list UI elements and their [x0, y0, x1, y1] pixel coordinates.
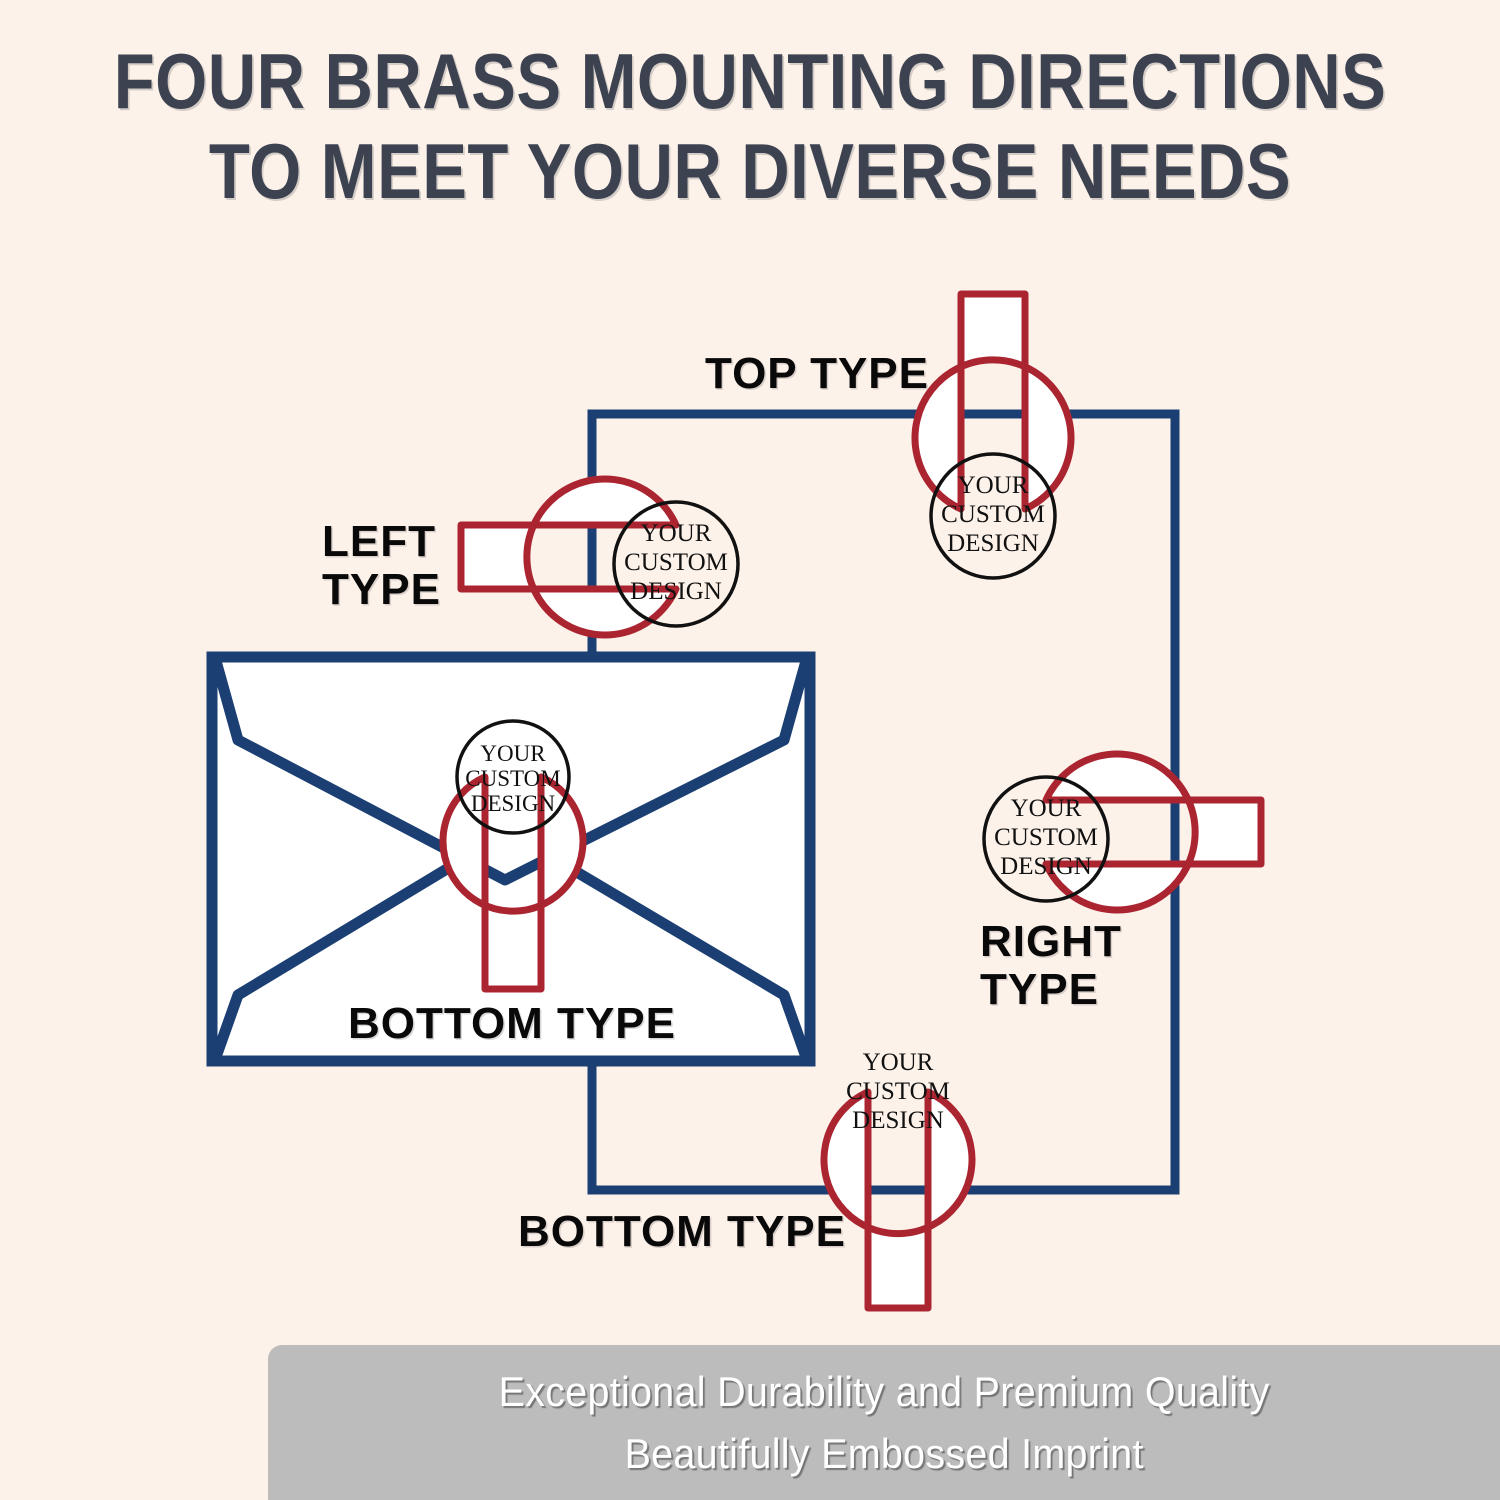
- top-seal-line-3: DESIGN: [947, 530, 1039, 557]
- right-seal-line-2: CUSTOM: [994, 824, 1098, 851]
- envelope-seal-inner-ring: [455, 719, 571, 835]
- right-seal-inner-ring: [982, 775, 1110, 903]
- top-seal-text: YOUR CUSTOM DESIGN: [929, 452, 1057, 580]
- envelope-body: [206, 651, 816, 1067]
- top-seal-inner-ring: [929, 452, 1057, 580]
- banner-line-1: Exceptional Durability and Premium Quali…: [498, 1367, 1270, 1415]
- envelope-fold-left: [210, 850, 473, 1059]
- label-envelope-bottom-type: BOTTOM TYPE: [348, 999, 676, 1048]
- top-seal-line-2: CUSTOM: [941, 501, 1045, 528]
- envelope-fold-right: [545, 850, 812, 1059]
- left-seal-text: YOUR CUSTOM DESIGN: [612, 500, 740, 628]
- top-seal-line-1: YOUR: [958, 472, 1029, 499]
- bottom-banner: Exceptional Durability and Premium Quali…: [268, 1345, 1500, 1500]
- label-left-type: LEFT TYPE: [322, 517, 441, 614]
- right-seal-line-3: DESIGN: [1000, 853, 1092, 880]
- bottom-seal-line-3: DESIGN: [852, 1107, 944, 1134]
- envelope: [206, 651, 816, 1067]
- bottom-seal-line-1: YOUR: [863, 1049, 934, 1076]
- envelope-seal[interactable]: YOUR CUSTOM DESIGN: [439, 719, 587, 993]
- left-seal-line-2: CUSTOM: [624, 549, 728, 576]
- envelope-seal-line-3: DESIGN: [471, 791, 556, 816]
- page-title-line-2: TO MEET YOUR DIVERSE NEEDS: [208, 127, 1292, 215]
- page-title-line-1: FOUR BRASS MOUNTING DIRECTIONS: [113, 37, 1387, 125]
- label-top-type: TOP TYPE: [705, 349, 930, 398]
- page-title: FOUR BRASS MOUNTING DIRECTIONS TO MEET Y…: [105, 42, 1395, 210]
- left-seal-line-1: YOUR: [641, 520, 712, 547]
- envelope-flap: [210, 659, 812, 886]
- label-right-type: RIGHT TYPE: [980, 917, 1122, 1014]
- banner-line-2: Beautifully Embossed Imprint: [624, 1429, 1144, 1477]
- bottom-seal[interactable]: YOUR CUSTOM DESIGN: [820, 1049, 976, 1312]
- right-seal-line-1: YOUR: [1011, 795, 1082, 822]
- envelope-seal-line-1: YOUR: [480, 741, 546, 766]
- label-bottom-type: BOTTOM TYPE: [518, 1207, 846, 1256]
- right-seal-text: YOUR CUSTOM DESIGN: [982, 775, 1110, 903]
- bottom-seal-line-2: CUSTOM: [846, 1078, 950, 1105]
- envelope-seal-line-2: CUSTOM: [465, 766, 560, 791]
- left-seal-inner-ring: [612, 500, 740, 628]
- left-seal-line-3: DESIGN: [630, 578, 722, 605]
